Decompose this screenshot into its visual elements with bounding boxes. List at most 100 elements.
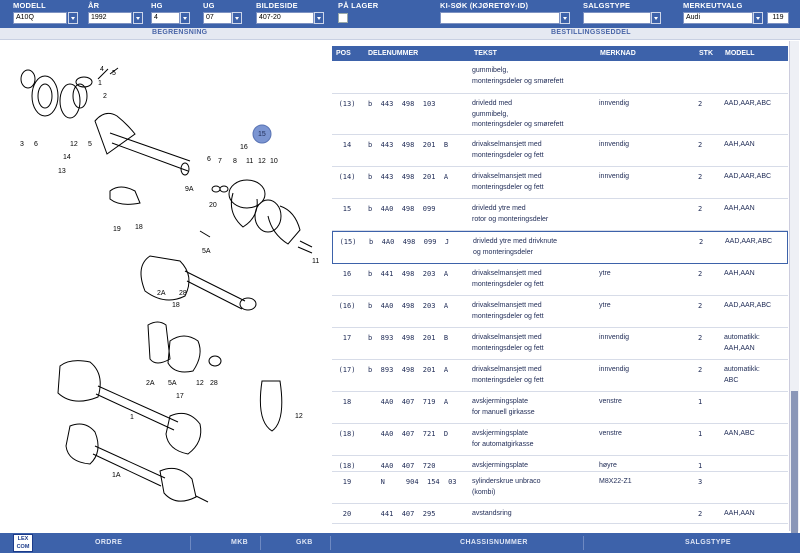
order-form-title: BESTILLINGSSEDDEL: [551, 29, 631, 36]
table-row[interactable]: gummibelg, monteringsdeler og smørefett: [332, 61, 788, 94]
svg-text:5: 5: [88, 141, 92, 148]
row-text: drivakselmansjett med monteringsdeler og…: [472, 334, 544, 352]
chevron-down-icon[interactable]: [180, 12, 190, 24]
svg-text:5A: 5A: [168, 380, 177, 387]
row-part-number: b 443 498 201 B: [368, 141, 449, 149]
sales-type-filter[interactable]: SALGSTYPE: [583, 0, 663, 28]
vehicle-id-search[interactable]: KI-SØK (KJØRETØY-ID): [440, 0, 570, 28]
chevron-down-icon[interactable]: [560, 12, 570, 24]
scrollbar-thumb[interactable]: [791, 391, 798, 553]
row-part-number: 4A0 407 719 A: [368, 398, 449, 406]
row-remark: innvendig: [599, 366, 629, 373]
row-qty: 3: [698, 478, 703, 486]
bottom-bar: [0, 533, 800, 553]
page-select[interactable]: 407-20: [256, 12, 314, 24]
page-filter[interactable]: BILDESIDE 407-20: [256, 0, 326, 28]
column-part-number[interactable]: DELENUMMER: [368, 50, 419, 57]
svg-text:14: 14: [63, 154, 71, 161]
brand-filter[interactable]: MERKEUTVALG Audi 119: [683, 0, 793, 28]
row-qty: 2: [699, 238, 704, 246]
ug-label: UG: [203, 1, 215, 10]
brand-select[interactable]: Audi: [683, 12, 753, 24]
svg-text:17: 17: [176, 393, 184, 400]
row-part-number: 4A0 407 721 D: [368, 430, 449, 438]
row-text: drivakselmansjett med monteringsdeler og…: [472, 366, 544, 384]
column-qty[interactable]: STK: [699, 50, 713, 57]
column-model[interactable]: MODELL: [725, 50, 755, 57]
ug-filter[interactable]: UG 07: [203, 0, 243, 28]
model-select[interactable]: A10Q: [13, 12, 67, 24]
page-label: BILDESIDE: [256, 1, 298, 10]
filter-bar: MODELL A10Q ÅR 1992 HG 4 UG 07 BILDESIDE…: [0, 0, 800, 28]
row-part-number: b 4A0 498 099 J: [369, 238, 450, 246]
svg-text:28: 28: [179, 290, 187, 297]
divider: [583, 536, 584, 550]
row-pos: 17: [342, 334, 352, 342]
gkb-tab[interactable]: GKB: [296, 539, 313, 546]
row-pos: (14): [338, 173, 356, 181]
in-stock-checkbox[interactable]: [338, 13, 348, 23]
row-model: AAH,AAN: [724, 141, 755, 148]
chevron-down-icon[interactable]: [753, 12, 763, 24]
row-text: avskjermingsplate: [472, 462, 529, 469]
mkb-tab[interactable]: MKB: [231, 539, 249, 546]
chevron-down-icon[interactable]: [68, 12, 78, 24]
row-part-number: 441 407 295: [368, 510, 436, 518]
svg-text:19: 19: [113, 226, 121, 233]
sales-type-tab[interactable]: SALGSTYPE: [685, 539, 731, 546]
chevron-down-icon[interactable]: [232, 12, 242, 24]
svg-text:5: 5: [112, 70, 116, 77]
year-select[interactable]: 1992: [88, 12, 132, 24]
svg-text:10: 10: [270, 158, 278, 165]
chevron-down-icon[interactable]: [133, 12, 143, 24]
model-filter[interactable]: MODELL A10Q: [13, 0, 78, 28]
hg-select[interactable]: 4: [151, 12, 180, 24]
row-text: avstandsring: [472, 510, 512, 517]
row-part-number: b 4A0 498 099: [368, 205, 436, 213]
chassis-number-tab[interactable]: CHASSISNUMMER: [460, 539, 528, 546]
svg-text:5A: 5A: [202, 248, 211, 255]
svg-text:2A: 2A: [157, 290, 166, 297]
chevron-down-icon[interactable]: [651, 12, 661, 24]
row-model: AAD,AAR,ABC: [724, 302, 772, 309]
svg-text:20: 20: [209, 202, 217, 209]
year-filter[interactable]: ÅR 1992: [88, 0, 143, 28]
svg-text:7: 7: [218, 158, 222, 165]
sales-type-select[interactable]: [583, 12, 651, 24]
column-text[interactable]: TEKST: [474, 50, 497, 57]
row-part-number: 4A0 407 720: [368, 462, 436, 470]
column-pos[interactable]: POS: [336, 50, 351, 57]
row-text: drivakselmansjett med monteringsdeler og…: [472, 173, 544, 191]
hg-filter[interactable]: HG 4: [151, 0, 191, 28]
row-text: drivledd ytre med drivknute og montering…: [473, 238, 558, 256]
row-qty: 1: [698, 462, 703, 470]
column-remark[interactable]: MERKNAD: [600, 50, 636, 57]
row-remark: innvendig: [599, 334, 629, 341]
chevron-down-icon[interactable]: [314, 12, 324, 24]
in-stock-label: PÅ LAGER: [338, 1, 379, 10]
vehicle-id-input[interactable]: [440, 12, 560, 24]
ug-select[interactable]: 07: [203, 12, 232, 24]
in-stock-filter[interactable]: PÅ LAGER: [338, 0, 398, 28]
row-qty: 2: [698, 141, 703, 149]
model-label: MODELL: [13, 1, 46, 10]
row-remark: innvendig: [599, 141, 629, 148]
order-tab[interactable]: ORDRE: [95, 539, 123, 546]
vertical-scrollbar[interactable]: [789, 41, 799, 553]
